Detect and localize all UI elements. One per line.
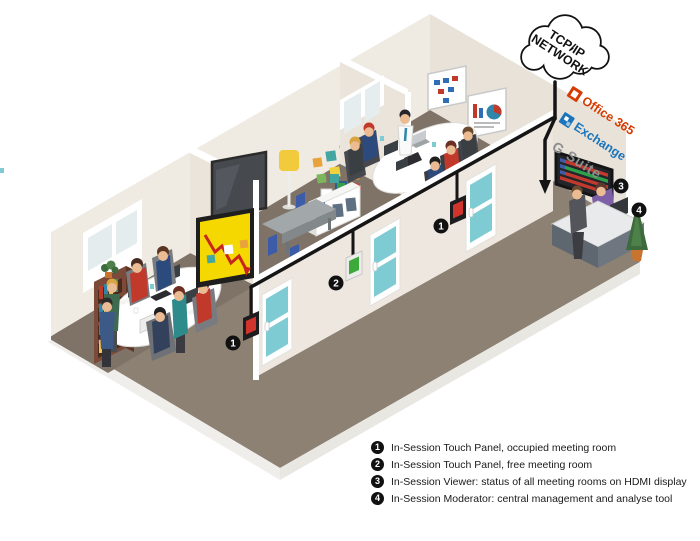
arrow-head — [243, 266, 251, 276]
meeting-person — [126, 258, 150, 306]
legend-row-4: 4 In-Session Moderator: central manageme… — [371, 492, 687, 505]
legend-text-2: In-Session Touch Panel, free meeting roo… — [391, 458, 593, 471]
reception-area — [550, 182, 648, 268]
legend: 1 In-Session Touch Panel, occupied meeti… — [371, 441, 687, 509]
right-wall-corner-edge — [626, 122, 632, 226]
visitor-person — [569, 185, 587, 259]
legend-text-3: In-Session Viewer: status of all meeting… — [391, 475, 687, 488]
chart-board-pie — [467, 87, 507, 139]
conference-phone — [404, 152, 422, 166]
door-handle — [264, 321, 270, 332]
floor-slab-edge — [280, 262, 640, 480]
standing-person — [99, 297, 115, 367]
touch-panel-free — [345, 250, 363, 282]
conference-phone — [150, 290, 172, 301]
svg-text:3: 3 — [618, 182, 624, 193]
legend-row-3: 3 In-Session Viewer: status of all meeti… — [371, 475, 687, 488]
viewer-cable — [543, 116, 557, 184]
badge-1b: 1 — [433, 218, 449, 234]
svg-text:2: 2 — [333, 279, 339, 290]
door-1 — [261, 277, 293, 367]
legend-text-4: In-Session Moderator: central management… — [391, 492, 673, 505]
front-wall-corner-edge — [253, 180, 259, 380]
door-handle — [468, 207, 474, 218]
divider2-top-edge — [338, 54, 408, 96]
svg-text:1: 1 — [438, 222, 444, 233]
door-handle — [372, 261, 378, 272]
badge-3: 3 — [613, 178, 629, 194]
svg-text:4: 4 — [636, 206, 642, 217]
badge-2: 2 — [328, 275, 344, 291]
presenter-person — [397, 109, 414, 156]
top-room-window — [340, 75, 384, 134]
back-wall-corner-edge — [45, 230, 51, 341]
arrow-down-icon — [539, 180, 551, 194]
trend-chart-screen — [196, 208, 254, 288]
touch-panel-occupied-1 — [243, 311, 259, 341]
floor-lamp — [279, 150, 299, 210]
legend-badge-1: 1 — [371, 441, 384, 454]
touch-panel-occupied-2 — [450, 195, 466, 225]
tcpip-cloud: TCP/IP NETWORK — [520, 14, 610, 80]
legend-text-1: In-Session Touch Panel, occupied meeting… — [391, 441, 617, 454]
door-3 — [465, 163, 497, 253]
legend-badge-3: 3 — [371, 475, 384, 488]
meeting-person — [146, 307, 176, 361]
standing-person — [172, 286, 188, 353]
legend-badge-4: 4 — [371, 492, 384, 505]
meeting-person — [344, 136, 366, 183]
svg-text:1: 1 — [230, 339, 236, 350]
laptops-top — [0, 130, 436, 173]
chair — [268, 234, 277, 256]
shelf-plant — [101, 260, 119, 278]
back-wall-top-edge — [48, 6, 430, 234]
badge-1a: 1 — [225, 335, 241, 351]
left-room-window — [83, 199, 142, 293]
potted-plant — [626, 203, 648, 261]
declining-line — [203, 234, 249, 272]
middle-table — [262, 192, 336, 266]
door-2 — [369, 217, 401, 307]
meeting-person — [152, 246, 176, 292]
legend-row-2: 2 In-Session Touch Panel, free meeting r… — [371, 458, 687, 471]
legend-badge-2: 2 — [371, 458, 384, 471]
badge-4: 4 — [631, 202, 647, 218]
legend-row-1: 1 In-Session Touch Panel, occupied meeti… — [371, 441, 687, 454]
chart-board-flow — [427, 65, 467, 111]
